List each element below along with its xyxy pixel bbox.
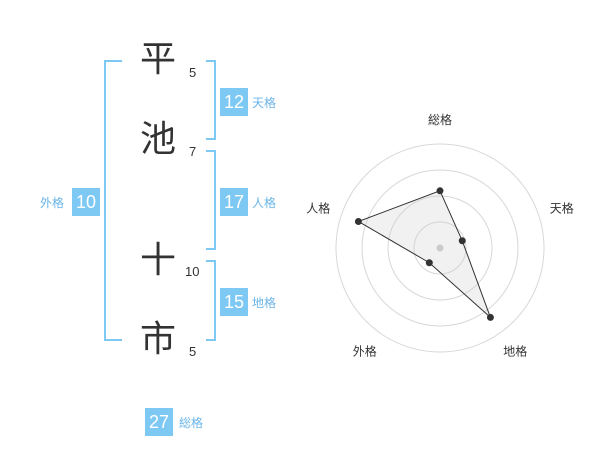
name-char-3: 十 xyxy=(139,240,176,281)
tenkaku-bracket xyxy=(206,60,216,140)
soukaku-label: 総格 xyxy=(179,416,204,430)
jinkaku-badge: 17 xyxy=(220,188,248,216)
radar-ring xyxy=(335,143,545,353)
name-char-4: 市 xyxy=(139,319,176,360)
name-char-2: 池 xyxy=(139,119,176,160)
radar-axis-label: 人格 xyxy=(306,200,330,215)
tenkaku-badge: 12 xyxy=(220,88,248,116)
jinkaku-label: 人格 xyxy=(252,196,277,210)
gaikaku-badge: 10 xyxy=(72,188,100,216)
radar-axis-label: 総格 xyxy=(428,112,452,127)
radar-polygon xyxy=(357,190,491,318)
stroke-count-4: 5 xyxy=(189,344,197,359)
name-char-1: 平 xyxy=(139,39,176,80)
radar-axis-label: 天格 xyxy=(550,200,574,215)
soukaku-badge: 27 xyxy=(145,408,173,436)
chikaku-bracket xyxy=(206,260,216,341)
radar-point xyxy=(458,237,466,245)
stroke-count-2: 7 xyxy=(189,144,197,159)
radar-point xyxy=(436,187,444,195)
radar-point xyxy=(425,259,433,267)
chikaku-label: 地格 xyxy=(252,296,277,310)
stroke-count-1: 5 xyxy=(189,65,197,80)
radar-center xyxy=(436,244,444,252)
gaikaku-label: 外格 xyxy=(40,196,65,210)
radar-point xyxy=(486,313,494,321)
chikaku-badge: 15 xyxy=(220,288,248,316)
gaikaku-bracket xyxy=(104,60,122,341)
jinkaku-bracket xyxy=(206,150,216,250)
radar-axis-label: 地格 xyxy=(503,344,527,359)
tenkaku-label: 天格 xyxy=(252,96,277,110)
radar-ring xyxy=(413,221,467,275)
radar-ring xyxy=(361,169,519,327)
radar-point xyxy=(354,217,362,225)
stroke-count-3: 10 xyxy=(185,264,200,279)
radar-axis-label: 外格 xyxy=(353,344,377,359)
radar-ring xyxy=(387,195,493,301)
